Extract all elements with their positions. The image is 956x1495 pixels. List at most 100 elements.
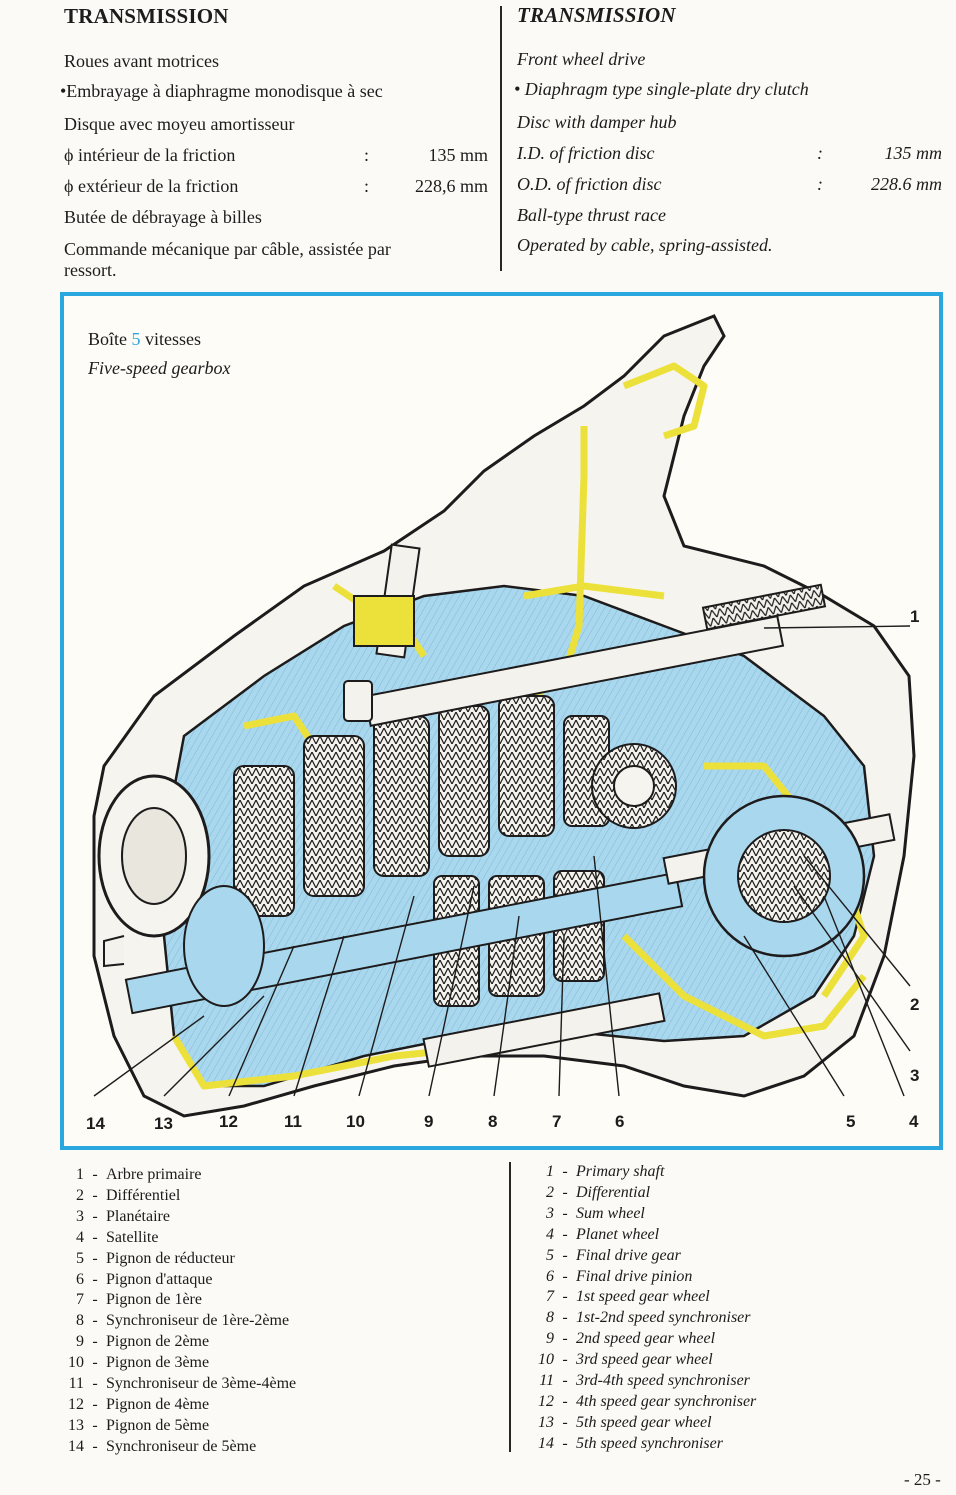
gearbox-cutaway-illustration [92, 314, 916, 1118]
legend-fr-item-label: Différentiel [106, 1186, 181, 1204]
legend-en-item-label: Differential [576, 1183, 651, 1201]
page-number: - 25 - [904, 1470, 941, 1489]
callout-4: 4 [909, 1112, 919, 1131]
legend-fr-item-dash: - [92, 1416, 98, 1434]
legend-fr-item-number: 3 [76, 1207, 84, 1225]
fr-spec-outer-value: 228,6 mm [414, 176, 488, 196]
legend-fr-item-number: 10 [68, 1354, 84, 1372]
legend-fr-item-4: 4-Satellite [62, 1228, 296, 1249]
legend-fr-item-dash: - [92, 1249, 98, 1267]
legend-en-item-dash: - [562, 1163, 568, 1180]
en-line-clutch: • Diaphragm type single-plate dry clutch [514, 79, 809, 99]
legend-en-item-label: 3rd speed gear wheel [576, 1351, 713, 1369]
legend-en-item-label: Planet wheel [576, 1225, 660, 1243]
legend-en-item-number: 1 [546, 1163, 554, 1180]
legend-en-item-9: 9-2nd speed gear wheel [532, 1329, 756, 1350]
fr-line-drive: Roues avant motrices [64, 51, 219, 71]
fr-line-disc: Disque avec moyeu amortisseur [64, 114, 295, 134]
legend-fr-item-number: 8 [76, 1312, 84, 1330]
legend-fr-item-5: 5-Pignon de réducteur [62, 1249, 296, 1270]
en-spec-id-value: 135 mm [884, 143, 943, 163]
legend-en-item-3: 3-Sum wheel [532, 1204, 756, 1225]
legend-en-item-number: 10 [538, 1351, 554, 1369]
legend-fr-item-dash: - [92, 1228, 98, 1246]
legend-en-item-dash: - [562, 1267, 568, 1285]
legend-en-item-13: 13-5th speed gear wheel [532, 1413, 756, 1434]
legend-fr-item-dash: - [92, 1395, 98, 1413]
legend-fr-item-number: 11 [68, 1375, 84, 1393]
figure-caption-fr-number: 5 [131, 329, 141, 349]
legend-fr-item-label: Synchroniseur de 3ème-4ème [106, 1375, 297, 1393]
en-spec-od-label: O.D. of friction disc [517, 174, 662, 194]
legend-fr-item-label: Pignon de 4ème [106, 1395, 210, 1413]
legend-en-item-number: 3 [546, 1204, 554, 1222]
legend-fr-item-number: 13 [68, 1416, 84, 1434]
figure-caption-fr: Boîte 5 vitesses [88, 329, 201, 350]
legend-en-item-8: 8-1st-2nd speed synchroniser [532, 1308, 756, 1329]
legend-en-item-label: Final drive pinion [576, 1267, 693, 1285]
legend-en-item-dash: - [562, 1288, 568, 1306]
legend-en-item-label: 1st-2nd speed synchroniser [576, 1309, 751, 1327]
callout-leaders [93, 625, 911, 1097]
figure-caption-fr-prefix: Boîte [88, 329, 132, 349]
en-title: TRANSMISSION [517, 3, 676, 27]
legend-fr-item-label: Pignon de réducteur [106, 1249, 235, 1267]
en-spec-od-value: 228.6 mm [871, 174, 942, 194]
legend-fr-item-dash: - [92, 1312, 98, 1330]
callout-3: 3 [910, 1066, 920, 1085]
clutch-end [97, 774, 265, 1007]
legend-en-item-label: 4th speed gear synchroniser [576, 1392, 757, 1410]
legend-en-item-number: 13 [538, 1413, 554, 1431]
legend-en-item-label: Final drive gear [576, 1246, 681, 1264]
fr-spec-outer: ϕ extérieur de la friction : 228,6 mm [64, 176, 488, 197]
callout-8: 8 [488, 1112, 498, 1131]
figure-caption-en: Five-speed gearbox [88, 358, 231, 378]
fr-spec-inner-value: 135 mm [428, 145, 488, 165]
callout-11: 11 [284, 1112, 302, 1131]
legend-fr-item-number: 5 [76, 1249, 84, 1267]
legend-en-item-dash: - [562, 1351, 568, 1369]
gearbox-figure: Boîte 5 vitesses Five-speed gearbox [60, 292, 943, 1150]
gear-selector [343, 543, 421, 722]
legend-fr-item-label: Pignon de 3ème [106, 1354, 210, 1372]
differential [591, 743, 866, 958]
legend-en-item-number: 6 [546, 1267, 554, 1285]
en-spec-id-label: I.D. of friction disc [517, 143, 655, 163]
legend-en-item-label: 2nd speed gear wheel [576, 1330, 716, 1348]
legend-en-item-number: 4 [546, 1225, 554, 1243]
callout-1: 1 [910, 607, 920, 626]
legend-fr-item-12: 12-Pignon de 4ème [62, 1395, 296, 1416]
en-spec-id: I.D. of friction disc : 135 mm [517, 143, 942, 164]
fr-spec-inner-label: ϕ intérieur de la friction [64, 145, 236, 165]
legend-fr-item-6: 6-Pignon d'attaque [62, 1270, 296, 1291]
legend-en-item-4: 4-Planet wheel [532, 1225, 756, 1246]
legend-fr-item-label: Pignon d'attaque [106, 1270, 213, 1288]
legend-en-item-dash: - [562, 1392, 568, 1410]
legend-fr-item-11: 11-Synchroniseur de 3ème-4ème [62, 1374, 297, 1395]
callout-13: 13 [154, 1114, 173, 1133]
legend-fr-item-1: 1-Arbre primaire [62, 1165, 296, 1186]
legend-en-item-number: 5 [546, 1246, 554, 1264]
legend-fr-item-dash: - [92, 1333, 98, 1351]
legend-fr-item-label: Arbre primaire [106, 1166, 202, 1183]
legend-en-item-dash: - [562, 1204, 568, 1222]
en-spec-od-colon: : [817, 174, 823, 194]
figure-caption-fr-suffix: vitesses [140, 329, 201, 349]
legend-en-item-2: 2-Differential [532, 1183, 756, 1204]
en-line-thrust: Ball-type thrust race [517, 205, 666, 225]
legend-en-item-number: 11 [539, 1372, 554, 1390]
legend-fr-item-label: Pignon de 2ème [106, 1333, 210, 1351]
en-spec-od: O.D. of friction disc : 228.6 mm [517, 174, 942, 195]
legend-en-item-7: 7-1st speed gear wheel [532, 1287, 756, 1308]
fr-line-clutch: •Embrayage à diaphragme monodisque à sec [60, 81, 383, 101]
fr-spec-inner-colon: : [364, 145, 370, 165]
legend-en-item-dash: - [562, 1434, 568, 1452]
fr-spec-outer-label: ϕ extérieur de la friction [64, 176, 239, 196]
column-divider-bottom [509, 1162, 511, 1452]
legend-fr-item-13: 13-Pignon de 5ème [62, 1416, 296, 1437]
legend-en-item-label: Sum wheel [576, 1204, 645, 1222]
callout-9: 9 [424, 1112, 434, 1131]
legend-en-item-14: 14-5th speed synchroniser [532, 1434, 756, 1455]
callout-5: 5 [846, 1112, 856, 1131]
en-line-operated: Operated by cable, spring-assisted. [517, 235, 773, 255]
